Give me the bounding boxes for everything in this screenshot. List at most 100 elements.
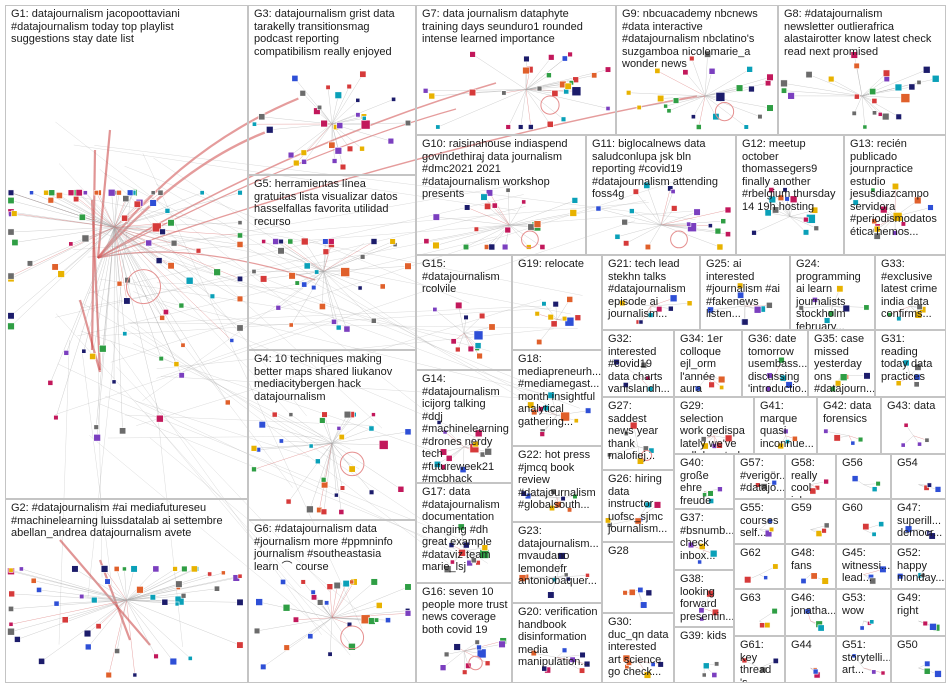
group-box-g5[interactable]: G5: herramientas línea gratuitas lista v…	[248, 175, 416, 350]
group-box-g45[interactable]: G45: witnessi... lead...	[836, 544, 891, 589]
group-label-g23: G23: datajournalism... mvaudano lemondef…	[518, 525, 598, 588]
group-label-g8: G8: #datajournalism newsletter outlieraf…	[784, 8, 942, 58]
group-box-g38[interactable]: G38: looking forward presentin...	[674, 570, 734, 627]
group-box-g35[interactable]: G35: case missed yesterday ons #datajour…	[808, 330, 875, 397]
group-label-g59: G59	[791, 502, 832, 515]
group-box-g52[interactable]: G52: happy monday...	[891, 544, 946, 589]
group-box-g41[interactable]: G41: marque quasi inconnue...	[754, 397, 817, 454]
group-box-g15[interactable]: G15: #datajournalism rcolvile	[416, 255, 512, 370]
group-box-g17[interactable]: G17: data #datajournalism documentation …	[416, 483, 512, 583]
group-label-g3: G3: datajournalism grist data tarakelly …	[254, 8, 412, 58]
group-label-g32: G32: interested #covid19 data charts van…	[608, 333, 670, 396]
group-box-g1[interactable]: G1: datajournalism jacopoottaviani #data…	[5, 5, 248, 499]
group-label-g12: G12: meetup october thomassegers9 finall…	[742, 138, 840, 213]
group-box-g10[interactable]: G10: raisinahouse indiaspend govindethir…	[416, 135, 586, 255]
group-box-g60[interactable]: G60	[836, 499, 891, 544]
group-box-g58[interactable]: G58: really cool job...	[785, 454, 836, 499]
group-box-g22[interactable]: G22: hot press #jmcq book review #datajo…	[512, 446, 602, 522]
group-label-g19: G19: relocate	[518, 258, 598, 271]
group-box-g4[interactable]: G4: 10 techniques making better maps sha…	[248, 350, 416, 520]
group-label-g4: G4: 10 techniques making better maps sha…	[254, 353, 412, 403]
group-label-g10: G10: raisinahouse indiaspend govindethir…	[422, 138, 582, 201]
group-box-g59[interactable]: G59	[785, 499, 836, 544]
group-box-g20[interactable]: G20: verification handbook disinformatio…	[512, 603, 602, 683]
group-box-g55[interactable]: G55: courses self...	[734, 499, 785, 544]
group-box-g28[interactable]: G28	[602, 542, 674, 613]
group-box-g12[interactable]: G12: meetup october thomassegers9 finall…	[736, 135, 844, 255]
group-box-g14[interactable]: G14: #datajournalism icijorg talking #dd…	[416, 370, 512, 483]
group-box-g42[interactable]: G42: data forensics	[817, 397, 881, 454]
group-box-g56[interactable]: G56	[836, 454, 891, 499]
group-label-g16: G16: seven 10 people more trust news cov…	[422, 586, 508, 636]
group-box-g3[interactable]: G3: datajournalism grist data tarakelly …	[248, 5, 416, 175]
group-box-g25[interactable]: G25: ai interested #journalism #ai #fake…	[700, 255, 790, 330]
group-box-g18[interactable]: G18: mediapreneurh... #mediamegast... mo…	[512, 350, 602, 446]
group-box-g9[interactable]: G9: nbcuacademy nbcnews #data interactiv…	[616, 5, 778, 135]
group-label-g24: G24: programming ai learn journalists st…	[796, 258, 871, 330]
group-label-g47: G47: superill... democr...	[897, 502, 942, 540]
group-box-g23[interactable]: G23: datajournalism... mvaudano lemondef…	[512, 522, 602, 603]
group-box-g30[interactable]: G30: duc_qn data interested art science …	[602, 613, 674, 683]
group-label-g46: G46: jonatha...	[791, 592, 832, 617]
group-box-g13[interactable]: G13: recién publicado journpractice estu…	[844, 135, 946, 255]
group-label-g58: G58: really cool job...	[791, 457, 832, 499]
group-box-g29[interactable]: G29: selection work gedispa lately we've…	[674, 397, 754, 454]
group-box-g19[interactable]: G19: relocate	[512, 255, 602, 350]
group-box-g54[interactable]: G54	[891, 454, 946, 499]
group-label-g13: G13: recién publicado journpractice estu…	[850, 138, 942, 238]
group-box-g21[interactable]: G21: tech lead stekhn talks #datajournal…	[602, 255, 700, 330]
group-box-g32[interactable]: G32: interested #covid19 data charts van…	[602, 330, 674, 397]
group-box-g24[interactable]: G24: programming ai learn journalists st…	[790, 255, 875, 330]
group-box-g11[interactable]: G11: biglocalnews data saludconlupa jsk …	[586, 135, 736, 255]
group-label-g15: G15: #datajournalism rcolvile	[422, 258, 508, 296]
group-box-g61[interactable]: G61: key thread 's election...	[734, 636, 785, 683]
group-label-g29: G29: selection work gedispa lately we've…	[680, 400, 750, 454]
group-label-g40: G40: große ehre freude durfte die deutsc…	[680, 457, 730, 509]
group-box-g47[interactable]: G47: superill... democr...	[891, 499, 946, 544]
group-label-g41: G41: marque quasi inconnue...	[760, 400, 813, 450]
group-box-g51[interactable]: G51: storytelli... art...	[836, 636, 891, 683]
group-label-g9: G9: nbcuacademy nbcnews #data interactiv…	[622, 8, 774, 71]
group-box-g53[interactable]: G53: wow	[836, 589, 891, 636]
group-label-g53: G53: wow	[842, 592, 887, 617]
group-label-g62: G62	[740, 547, 781, 560]
group-box-g34[interactable]: G34: 1er colloque ejl_orm l'année aura l…	[674, 330, 742, 397]
group-label-g38: G38: looking forward presentin...	[680, 573, 730, 623]
group-label-g44: G44	[791, 639, 832, 652]
group-label-g17: G17: data #datajournalism documentation …	[422, 486, 508, 574]
group-box-g50[interactable]: G50	[891, 636, 946, 683]
group-box-g49[interactable]: G49: right	[891, 589, 946, 636]
group-box-g44[interactable]: G44	[785, 636, 836, 683]
group-label-g27: G27: saddest news year thank malofiej...	[608, 400, 670, 463]
group-label-g61: G61: key thread 's election...	[740, 639, 781, 683]
group-box-g57[interactable]: G57: #verigör... #datajo...	[734, 454, 785, 499]
group-label-g52: G52: happy monday...	[897, 547, 942, 585]
group-box-g43[interactable]: G43: data	[881, 397, 946, 454]
group-box-g46[interactable]: G46: jonatha...	[785, 589, 836, 636]
group-box-g62[interactable]: G62	[734, 544, 785, 589]
group-label-g37: G37: #bsnumb... check inbox...	[680, 512, 730, 562]
group-box-g33[interactable]: G33: #exclusive latest crime india data …	[875, 255, 946, 330]
group-label-g18: G18: mediapreneurh... #mediamegast... mo…	[518, 353, 598, 428]
group-box-g40[interactable]: G40: große ehre freude durfte die deutsc…	[674, 454, 734, 509]
group-label-g1: G1: datajournalism jacopoottaviani #data…	[11, 8, 244, 46]
group-label-g42: G42: data forensics	[823, 400, 877, 425]
group-box-g31[interactable]: G31: reading today data practices	[875, 330, 946, 397]
group-box-g48[interactable]: G48: fans	[785, 544, 836, 589]
group-box-g36[interactable]: G36: date tomorrow usembass... discussin…	[742, 330, 808, 397]
group-box-g37[interactable]: G37: #bsnumb... check inbox...	[674, 509, 734, 570]
group-label-g26: G26: hiring data instructor uofsc_sjmc j…	[608, 473, 670, 536]
group-box-g63[interactable]: G63	[734, 589, 785, 636]
group-box-g2[interactable]: G2: #datajournalism #ai mediafutureseu #…	[5, 499, 248, 683]
group-box-g6[interactable]: G6: #datajournalism data #journalism mor…	[248, 520, 416, 683]
group-label-g11: G11: biglocalnews data saludconlupa jsk …	[592, 138, 732, 201]
group-label-g50: G50	[897, 639, 942, 652]
group-box-g26[interactable]: G26: hiring data instructor uofsc_sjmc j…	[602, 470, 674, 542]
group-box-g39[interactable]: G39: kids	[674, 627, 734, 683]
group-box-g8[interactable]: G8: #datajournalism newsletter outlieraf…	[778, 5, 946, 135]
group-box-g16[interactable]: G16: seven 10 people more trust news cov…	[416, 583, 512, 683]
group-label-g43: G43: data	[887, 400, 942, 413]
group-label-g60: G60	[842, 502, 887, 515]
group-box-g7[interactable]: G7: data journalism dataphyte training d…	[416, 5, 616, 135]
group-box-g27[interactable]: G27: saddest news year thank malofiej...	[602, 397, 674, 470]
